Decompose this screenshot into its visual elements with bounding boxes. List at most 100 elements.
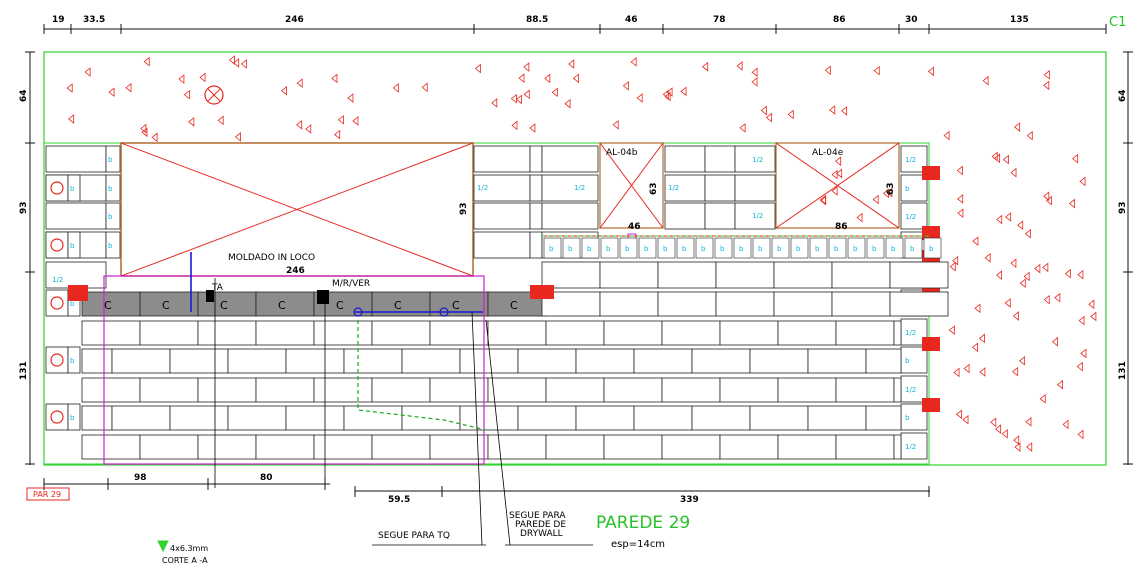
block-right [900, 202, 928, 230]
fill-mark [234, 132, 241, 142]
block-mid [734, 145, 776, 173]
fill-mark [1064, 268, 1071, 279]
fill-mark [1019, 356, 1026, 366]
note-drywall-1: SEGUE PARA [509, 511, 566, 521]
block-label-b: b [70, 357, 75, 365]
electrical-circle-icon [50, 410, 64, 424]
brick [719, 377, 779, 403]
page-subtitle: esp=14cm [611, 539, 665, 550]
fill-mark [1019, 278, 1026, 289]
brick [657, 261, 717, 289]
fill-mark [491, 98, 498, 108]
brick [81, 377, 141, 403]
brick [429, 320, 489, 346]
block-label-half: 1/2 [752, 212, 763, 220]
fill-mark [622, 80, 629, 91]
fill-mark [1013, 435, 1020, 445]
fill-mark [334, 129, 341, 140]
brick [773, 291, 833, 317]
block-mid [664, 202, 706, 230]
brick [807, 348, 867, 374]
pipe-fitting-icon [353, 307, 363, 317]
lintel-block [543, 237, 562, 259]
brick [227, 348, 287, 374]
brick [541, 261, 601, 289]
fill-mark [856, 212, 863, 223]
wall-code-tag: PAR 29 [33, 490, 61, 499]
brick [487, 320, 547, 346]
note-ta: TA [211, 283, 224, 293]
fill-mark [392, 83, 399, 93]
fill-mark [515, 94, 522, 105]
fill-mark [551, 87, 558, 98]
fill-mark [824, 65, 831, 76]
fill-mark [1010, 258, 1017, 268]
brick [197, 320, 257, 346]
fill-mark [751, 77, 758, 87]
brick [313, 377, 373, 403]
block-circle-cell [45, 346, 69, 374]
fill-mark [523, 89, 530, 100]
block-label-c: C [452, 299, 460, 312]
lintel-label: b [796, 245, 801, 253]
brick [401, 348, 461, 374]
fill-mark [995, 424, 1002, 434]
electrical-circle-icon [50, 353, 64, 367]
brick [575, 348, 635, 374]
top-dim-0: 19 [52, 15, 65, 25]
fill-mark [882, 188, 890, 199]
brick [429, 377, 489, 403]
brick [45, 261, 107, 289]
fill-mark [835, 156, 842, 166]
fill-mark [305, 124, 312, 134]
fill-mark [1076, 361, 1083, 372]
block-label: b [905, 414, 910, 422]
left-dimensions: 64 93 131 [19, 89, 29, 380]
block-mid [734, 174, 776, 202]
leader-line [471, 311, 483, 546]
brick [661, 434, 721, 460]
brick [517, 348, 577, 374]
brick [603, 320, 663, 346]
brick [227, 405, 287, 431]
red-patch [68, 285, 88, 301]
brick [255, 377, 315, 403]
brick [139, 320, 199, 346]
block-narrow [105, 202, 121, 230]
brick [255, 434, 315, 460]
right-dimensions: 64 93 131 [1118, 89, 1128, 380]
lintel-block [828, 237, 847, 259]
fill-mark [1014, 122, 1021, 132]
fill-mark [66, 83, 73, 93]
lintel-label: b [587, 245, 592, 253]
block-label-c: C [104, 299, 112, 312]
fill-mark [1010, 167, 1017, 178]
lintel-label: b [606, 245, 611, 253]
block-mid [541, 145, 599, 173]
brick [719, 320, 779, 346]
lintel-block [752, 237, 771, 259]
fill-mark [957, 194, 964, 204]
block-label-b: b [108, 156, 113, 164]
lintel-block [638, 237, 657, 259]
fill-mark [836, 168, 843, 179]
block-mid [473, 145, 531, 173]
block-mid [473, 231, 531, 259]
block-circle-cell [45, 174, 69, 202]
block-narrow [529, 231, 543, 259]
brick [603, 377, 663, 403]
lintel-label: b [929, 245, 934, 253]
block-label-b: b [108, 185, 113, 193]
fill-mark [612, 119, 619, 130]
fill-mark [974, 303, 981, 314]
pipe-fitting-icon [439, 307, 449, 317]
fill-mark [84, 67, 91, 77]
left-dim-2: 131 [19, 361, 29, 380]
brick [715, 291, 775, 317]
opening-b-width: 46 [628, 222, 641, 232]
fill-mark [955, 409, 962, 420]
lintel-block [866, 237, 885, 259]
block-mid [541, 202, 599, 230]
block-narrow [105, 145, 121, 173]
